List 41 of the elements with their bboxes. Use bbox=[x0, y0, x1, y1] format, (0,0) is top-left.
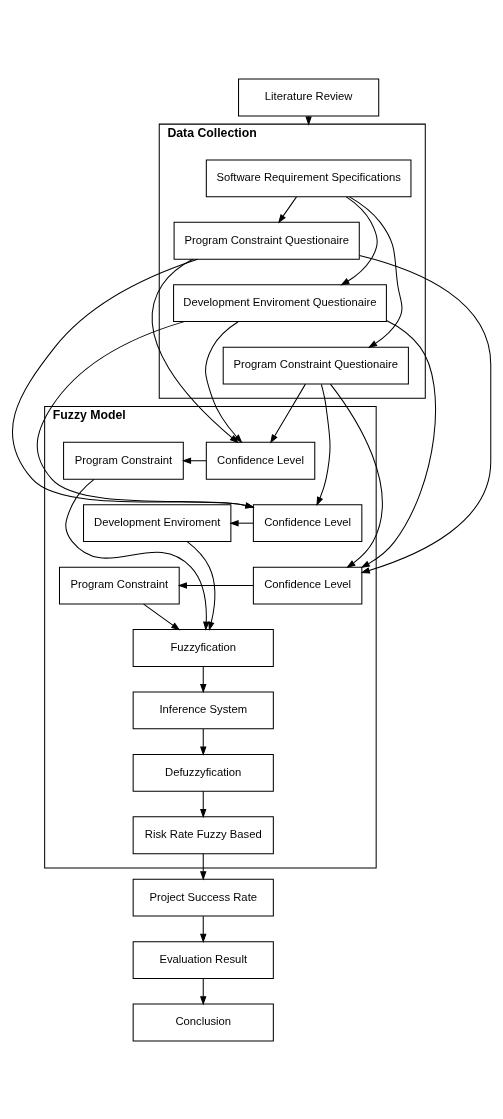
arrow bbox=[200, 727, 207, 756]
node-box: Defuzzyfication bbox=[132, 753, 274, 792]
arrow bbox=[36, 320, 255, 509]
arrow bbox=[205, 320, 243, 443]
arrow bbox=[200, 977, 207, 1005]
node-box: Fuzzyfication bbox=[132, 628, 274, 667]
node-box: Risk Rate Fuzzy Based bbox=[132, 815, 274, 854]
node-box: Software Requirement Specifications bbox=[205, 158, 412, 197]
node-box: Program Constraint bbox=[59, 566, 180, 604]
node-box: Program Constraint Questionaire bbox=[173, 221, 360, 260]
arrow bbox=[229, 519, 254, 526]
arrow bbox=[65, 478, 210, 631]
arrow bbox=[181, 457, 207, 464]
arrow bbox=[360, 319, 436, 568]
arrow bbox=[278, 195, 297, 223]
node-box: Conclusion bbox=[132, 1003, 274, 1041]
arrow bbox=[151, 258, 239, 443]
node-box: Program Constraint bbox=[63, 441, 184, 480]
arrow bbox=[358, 254, 492, 573]
node-box: Evaluation Result bbox=[132, 940, 274, 979]
arrow bbox=[200, 915, 207, 943]
arrow bbox=[186, 540, 216, 631]
node-box: Confidence Level bbox=[205, 441, 316, 480]
arrow bbox=[177, 581, 254, 589]
arrow bbox=[200, 790, 207, 818]
node-box: Confidence Level bbox=[252, 503, 363, 542]
node-box: Program Constraint Questionaire bbox=[222, 346, 409, 384]
arrow bbox=[200, 665, 207, 693]
node-box: Project Success Rate bbox=[132, 878, 274, 917]
node-box: Inference System bbox=[132, 691, 274, 729]
node-box: Confidence Level bbox=[252, 566, 363, 604]
arrow bbox=[316, 383, 331, 506]
node-box: Development Enviroment bbox=[83, 503, 232, 542]
arrow bbox=[340, 195, 378, 285]
arrow bbox=[11, 258, 255, 509]
arrow bbox=[270, 383, 306, 444]
arrow bbox=[200, 852, 207, 881]
arrow bbox=[329, 383, 383, 568]
arrow bbox=[143, 603, 181, 630]
node-box: Development Enviroment Questionaire bbox=[173, 283, 387, 322]
arrow bbox=[349, 195, 403, 348]
